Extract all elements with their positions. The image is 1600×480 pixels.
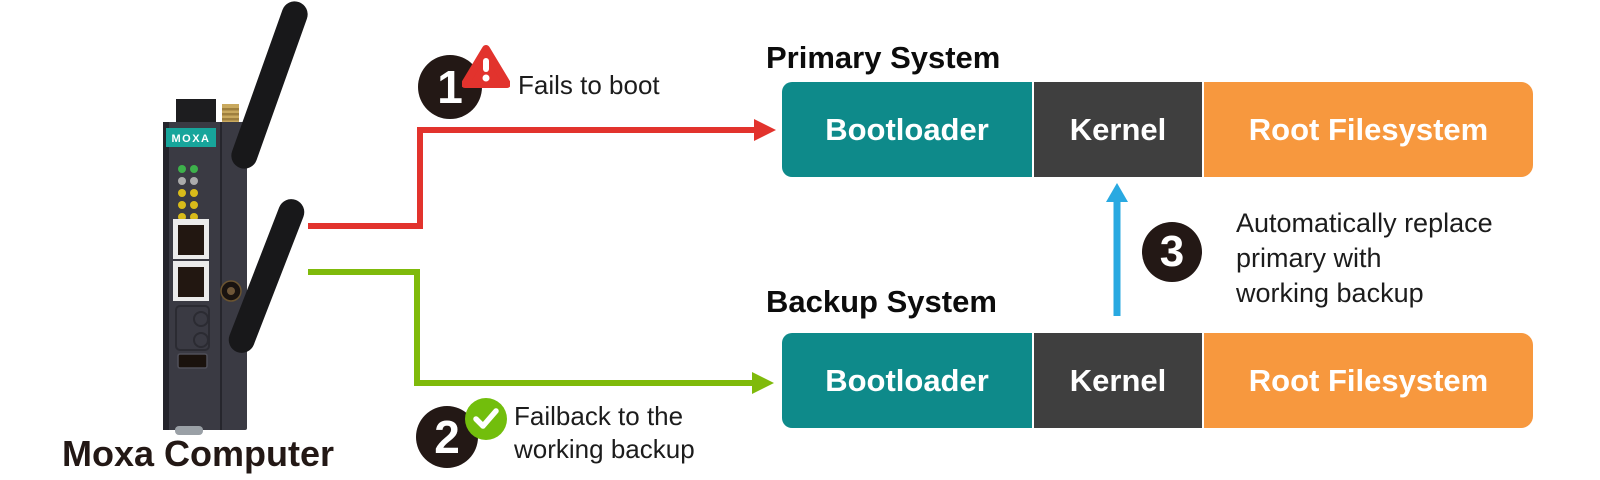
step-2-number: 2 [434, 411, 460, 463]
failback-arrow [308, 269, 774, 394]
failback-arrowhead-icon [752, 372, 774, 394]
step-3-line-2: primary with [1236, 243, 1382, 273]
step-2-label: Failback to the working backup [514, 400, 695, 466]
gold-antenna-connector [222, 104, 239, 125]
sim-panel [175, 305, 210, 351]
step-3-line-3: working backup [1236, 278, 1424, 308]
backup-system-bar: Bootloader Kernel Root Filesystem [782, 333, 1533, 428]
primary-bootloader-label: Bootloader [825, 111, 989, 147]
sd-slot [177, 353, 208, 369]
step-3-number: 3 [1159, 227, 1185, 276]
fail-arrowhead-icon [754, 119, 776, 141]
primary-rootfs-label: Root Filesystem [1248, 111, 1489, 147]
replace-arrowhead-icon [1106, 183, 1128, 202]
moxa-logo: MOXA [166, 128, 216, 147]
backup-bootloader-block: Bootloader [782, 333, 1032, 428]
check-icon [465, 398, 507, 440]
primary-kernel-block: Kernel [1034, 82, 1202, 177]
step-2-line-2: working backup [514, 434, 695, 464]
primary-system-bar: Bootloader Kernel Root Filesystem [782, 82, 1533, 177]
primary-kernel-label: Kernel [1069, 111, 1167, 147]
step-1-label: Fails to boot [518, 70, 660, 100]
led-panel [178, 165, 198, 221]
device-label: Moxa Computer [61, 433, 335, 474]
primary-system-title: Primary System [766, 40, 1001, 75]
backup-rootfs-label: Root Filesystem [1248, 362, 1489, 398]
step-3-line-1: Automatically replace [1236, 208, 1493, 238]
backup-system-title: Backup System [766, 284, 997, 319]
step-3-label: Automatically replace primary with worki… [1236, 206, 1493, 311]
primary-bootloader-block: Bootloader [782, 82, 1032, 177]
ethernet-port-2 [173, 261, 209, 301]
ethernet-port-1 [173, 219, 209, 259]
backup-bootloader-label: Bootloader [825, 362, 989, 398]
backup-rootfs-block: Root Filesystem [1204, 333, 1533, 428]
primary-rootfs-block: Root Filesystem [1204, 82, 1533, 177]
device-top-connector [176, 99, 216, 125]
moxa-logo-text: MOXA [172, 133, 211, 145]
backup-kernel-label: Kernel [1069, 362, 1167, 398]
device-foot [175, 426, 203, 435]
backup-kernel-block: Kernel [1034, 333, 1202, 428]
moxa-device: MOXA [163, 1, 308, 435]
antenna-1 [231, 1, 308, 169]
step-2-line-1: Failback to the [514, 401, 684, 431]
antenna-2 [228, 199, 305, 353]
step-3-badge: 3 [1142, 222, 1202, 282]
side-antenna-jack [220, 280, 242, 302]
warning-icon [462, 45, 510, 88]
fail-arrow [308, 119, 776, 229]
replace-arrow [1106, 183, 1128, 316]
step-1-number: 1 [437, 61, 463, 113]
